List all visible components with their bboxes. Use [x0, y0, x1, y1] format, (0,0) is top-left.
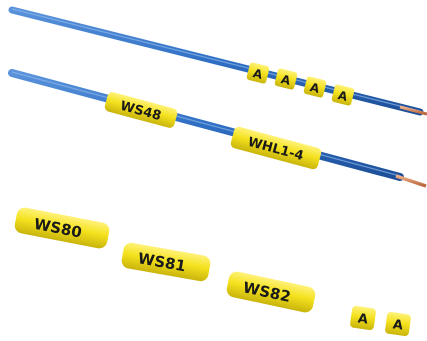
marker-a-2-text: A: [280, 72, 293, 88]
marker-a-4: A: [331, 84, 355, 106]
lower-wire-copper-tip: [395, 174, 427, 188]
marker-a-1-text: A: [252, 66, 265, 82]
loose-marker-a-1: A: [350, 305, 376, 331]
marker-a-3-text: A: [309, 80, 322, 96]
loose-marker-a-1-text: A: [357, 311, 369, 327]
loose-marker-ws81: WS81: [121, 242, 211, 282]
marker-a-2: A: [274, 68, 298, 90]
loose-marker-ws82: WS82: [226, 271, 316, 313]
upper-wire: [8, 6, 424, 116]
marker-a-3: A: [303, 76, 327, 98]
loose-marker-ws80: WS80: [14, 207, 110, 249]
loose-marker-a-2: A: [385, 311, 411, 337]
loose-marker-a-2-text: A: [392, 317, 404, 333]
marker-a-1: A: [246, 62, 270, 84]
marker-ws48: WS48: [104, 92, 178, 128]
marker-a-4-text: A: [337, 88, 350, 104]
marker-whl1-4: WHL1-4: [230, 126, 322, 170]
upper-wire-copper-tip: [399, 105, 427, 116]
lower-wire: [8, 69, 404, 181]
